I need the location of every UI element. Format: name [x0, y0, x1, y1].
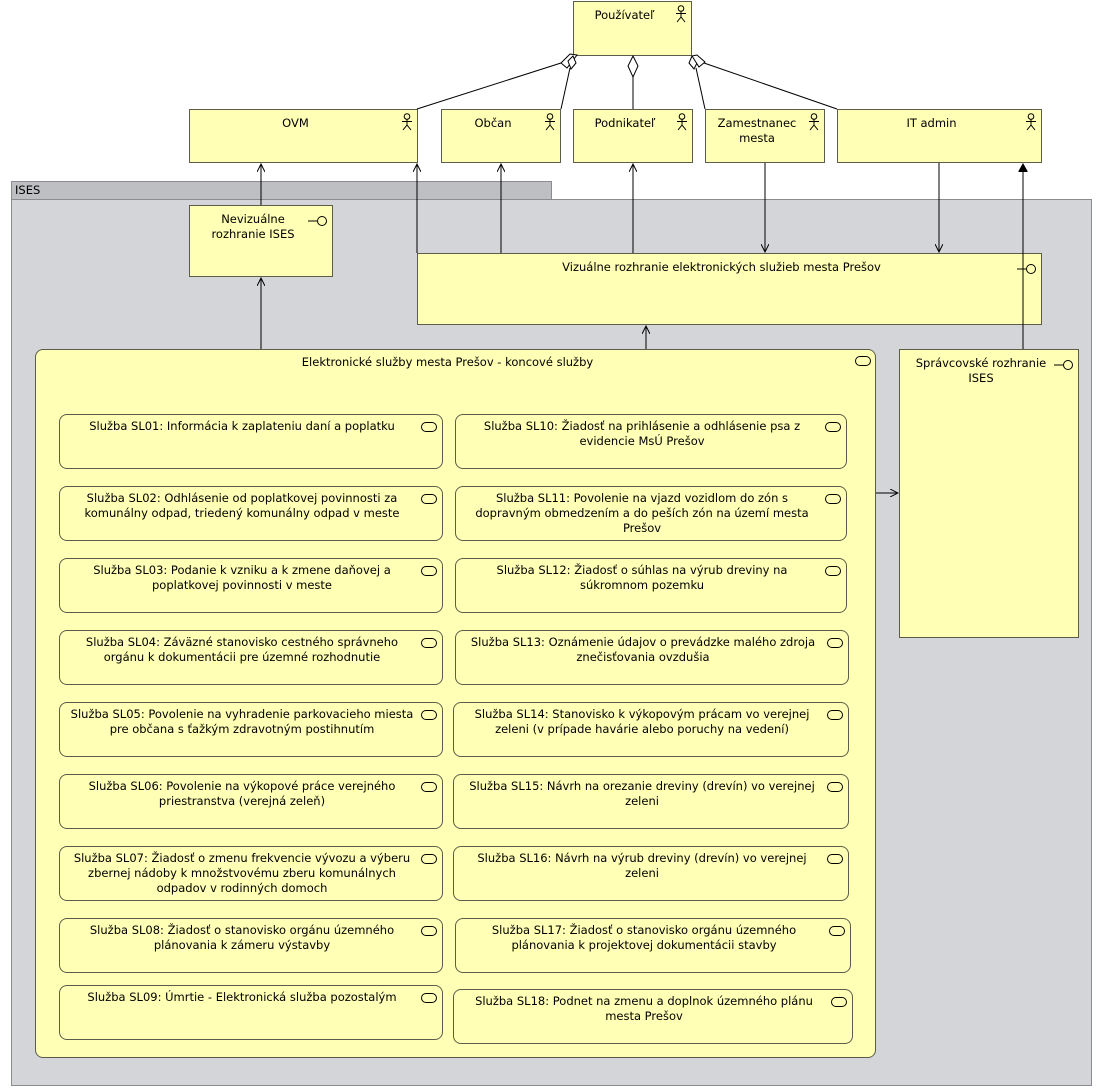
service-sl13[interactable]: Služba SL13: Oznámenie údajov o prevádzk…	[455, 630, 849, 685]
service-sl09[interactable]: Služba SL09: Úmrtie - Elektronická služb…	[59, 985, 443, 1040]
service-icon	[825, 566, 841, 576]
service-label: Služba SL18: Podnet na zmenu a doplnok ú…	[475, 994, 813, 1023]
service-label: Služba SL02: Odhlásenie od poplatkovej p…	[84, 491, 400, 520]
service-sl14[interactable]: Služba SL14: Stanovisko k výkopovým prác…	[453, 702, 849, 757]
service-icon	[421, 710, 437, 720]
service-sl04[interactable]: Služba SL04: Záväzné stanovisko cestného…	[59, 630, 443, 685]
service-sl05[interactable]: Služba SL05: Povolenie na vyhradenie par…	[59, 702, 443, 757]
service-label: Služba SL13: Oznámenie údajov o prevádzk…	[470, 635, 816, 664]
service-label: Služba SL14: Stanovisko k výkopovým prác…	[474, 707, 810, 736]
service-icon	[421, 566, 437, 576]
actor-podnikatel[interactable]: Podnikateľ	[573, 109, 693, 163]
service-icon	[855, 356, 871, 366]
service-icon	[421, 854, 437, 864]
service-label: Služba SL03: Podanie k vzniku a k zmene …	[93, 563, 391, 592]
service-label: Služba SL16: Návrh na výrub dreviny (dre…	[477, 851, 807, 880]
actor-icon	[809, 113, 819, 131]
aggregation-obcan	[560, 67, 571, 110]
service-icon	[421, 638, 437, 648]
service-icon	[827, 854, 843, 864]
ises-label: ISES	[15, 183, 41, 197]
aggregation-diamond	[691, 54, 706, 68]
service-icon	[421, 993, 437, 1003]
service-label: Služba SL09: Úmrtie - Elektronická služb…	[87, 990, 397, 1004]
service-icon	[825, 422, 841, 432]
service-sl10[interactable]: Služba SL10: Žiadosť na prihlásenie a od…	[455, 414, 847, 469]
actor-label: Zamestnanec mesta	[717, 116, 797, 145]
interface-label: Nevizuálne rozhranie ISES	[211, 212, 295, 241]
actor-ovm[interactable]: OVM	[189, 109, 418, 163]
aggregation-diamond	[627, 54, 639, 79]
service-label: Služba SL10: Žiadosť na prihlásenie a od…	[483, 419, 801, 448]
service-label: Služba SL17: Žiadosť o stanovisko orgánu…	[491, 923, 797, 952]
service-label: Služba SL15: Návrh na orezanie dreviny (…	[469, 779, 815, 808]
actor-label: Používateľ	[594, 8, 655, 22]
service-label: Služba SL12: Žiadosť o súhlas na výrub d…	[496, 563, 788, 592]
service-icon	[421, 782, 437, 792]
service-label: Služba SL05: Povolenie na vyhradenie par…	[70, 707, 414, 736]
service-sl08[interactable]: Služba SL08: Žiadosť o stanovisko orgánu…	[59, 918, 443, 973]
service-label: Služba SL07: Žiadosť o zmenu frekvencie …	[73, 851, 411, 895]
service-icon	[421, 926, 437, 936]
aggregation-ovm	[416, 62, 562, 110]
service-sl15[interactable]: Služba SL15: Návrh na orezanie dreviny (…	[453, 774, 849, 829]
actor-it-admin[interactable]: IT admin	[837, 109, 1042, 163]
interface-icon	[1017, 264, 1036, 274]
service-icon	[421, 494, 437, 504]
actor-label: Podnikateľ	[594, 116, 656, 130]
service-sl01[interactable]: Služba SL01: Informácia k zaplateniu dan…	[59, 414, 443, 469]
service-label: Služba SL06: Povolenie na výkopové práce…	[88, 779, 396, 808]
actor-label: Občan	[474, 116, 512, 130]
service-icon	[421, 422, 437, 432]
interface-label: Správcovské rozhranie ISES	[915, 356, 1047, 385]
actor-label: IT admin	[906, 116, 957, 130]
service-group-label: Elektronické služby mesta Prešov - konco…	[301, 355, 594, 369]
service-icon	[827, 710, 843, 720]
actor-zamestnanec-mesta[interactable]: Zamestnanec mesta	[705, 109, 825, 163]
service-sl12[interactable]: Služba SL12: Žiadosť o súhlas na výrub d…	[455, 558, 847, 613]
service-sl06[interactable]: Služba SL06: Povolenie na výkopové práce…	[59, 774, 443, 829]
service-sl11[interactable]: Služba SL11: Povolenie na vjazd vozidlom…	[455, 486, 847, 541]
interface-label: Vizuálne rozhranie elektronických služie…	[562, 260, 881, 274]
service-label: Služba SL11: Povolenie na vjazd vozidlom…	[475, 491, 809, 535]
service-sl17[interactable]: Služba SL17: Žiadosť o stanovisko orgánu…	[455, 918, 851, 973]
service-icon	[827, 638, 843, 648]
interface-icon	[308, 216, 327, 226]
service-icon	[827, 782, 843, 792]
actor-icon	[677, 113, 687, 131]
actor-pouzivatel[interactable]: Používateľ	[573, 1, 692, 56]
actor-icon	[1026, 113, 1036, 131]
service-label: Služba SL01: Informácia k zaplateniu dan…	[89, 419, 395, 433]
service-label: Služba SL08: Žiadosť o stanovisko orgánu…	[89, 923, 395, 952]
service-sl03[interactable]: Služba SL03: Podanie k vzniku a k zmene …	[59, 558, 443, 613]
interface-nevizualne[interactable]: Nevizuálne rozhranie ISES	[189, 205, 333, 277]
service-sl02[interactable]: Služba SL02: Odhlásenie od poplatkovej p…	[59, 486, 443, 541]
service-label: Služba SL04: Záväzné stanovisko cestného…	[85, 635, 399, 664]
interface-icon	[1054, 360, 1073, 370]
service-sl18[interactable]: Služba SL18: Podnet na zmenu a doplnok ú…	[453, 989, 853, 1044]
service-sl07[interactable]: Služba SL07: Žiadosť o zmenu frekvencie …	[59, 846, 443, 901]
actor-icon	[402, 113, 412, 131]
service-icon	[825, 494, 841, 504]
service-icon	[829, 926, 845, 936]
service-icon	[831, 997, 847, 1007]
actor-icon	[545, 113, 555, 131]
service-sl16[interactable]: Služba SL16: Návrh na výrub dreviny (dre…	[453, 846, 849, 901]
aggregation-itadmin	[703, 62, 838, 110]
interface-spravcovske[interactable]: Správcovské rozhranie ISES	[899, 349, 1079, 638]
aggregation-diamond	[567, 55, 577, 70]
actor-label: OVM	[282, 116, 309, 130]
aggregation-zamestnanec	[695, 67, 706, 110]
actor-obcan[interactable]: Občan	[441, 109, 561, 163]
actor-icon	[676, 5, 686, 23]
interface-vizualne[interactable]: Vizuálne rozhranie elektronických služie…	[417, 253, 1042, 325]
